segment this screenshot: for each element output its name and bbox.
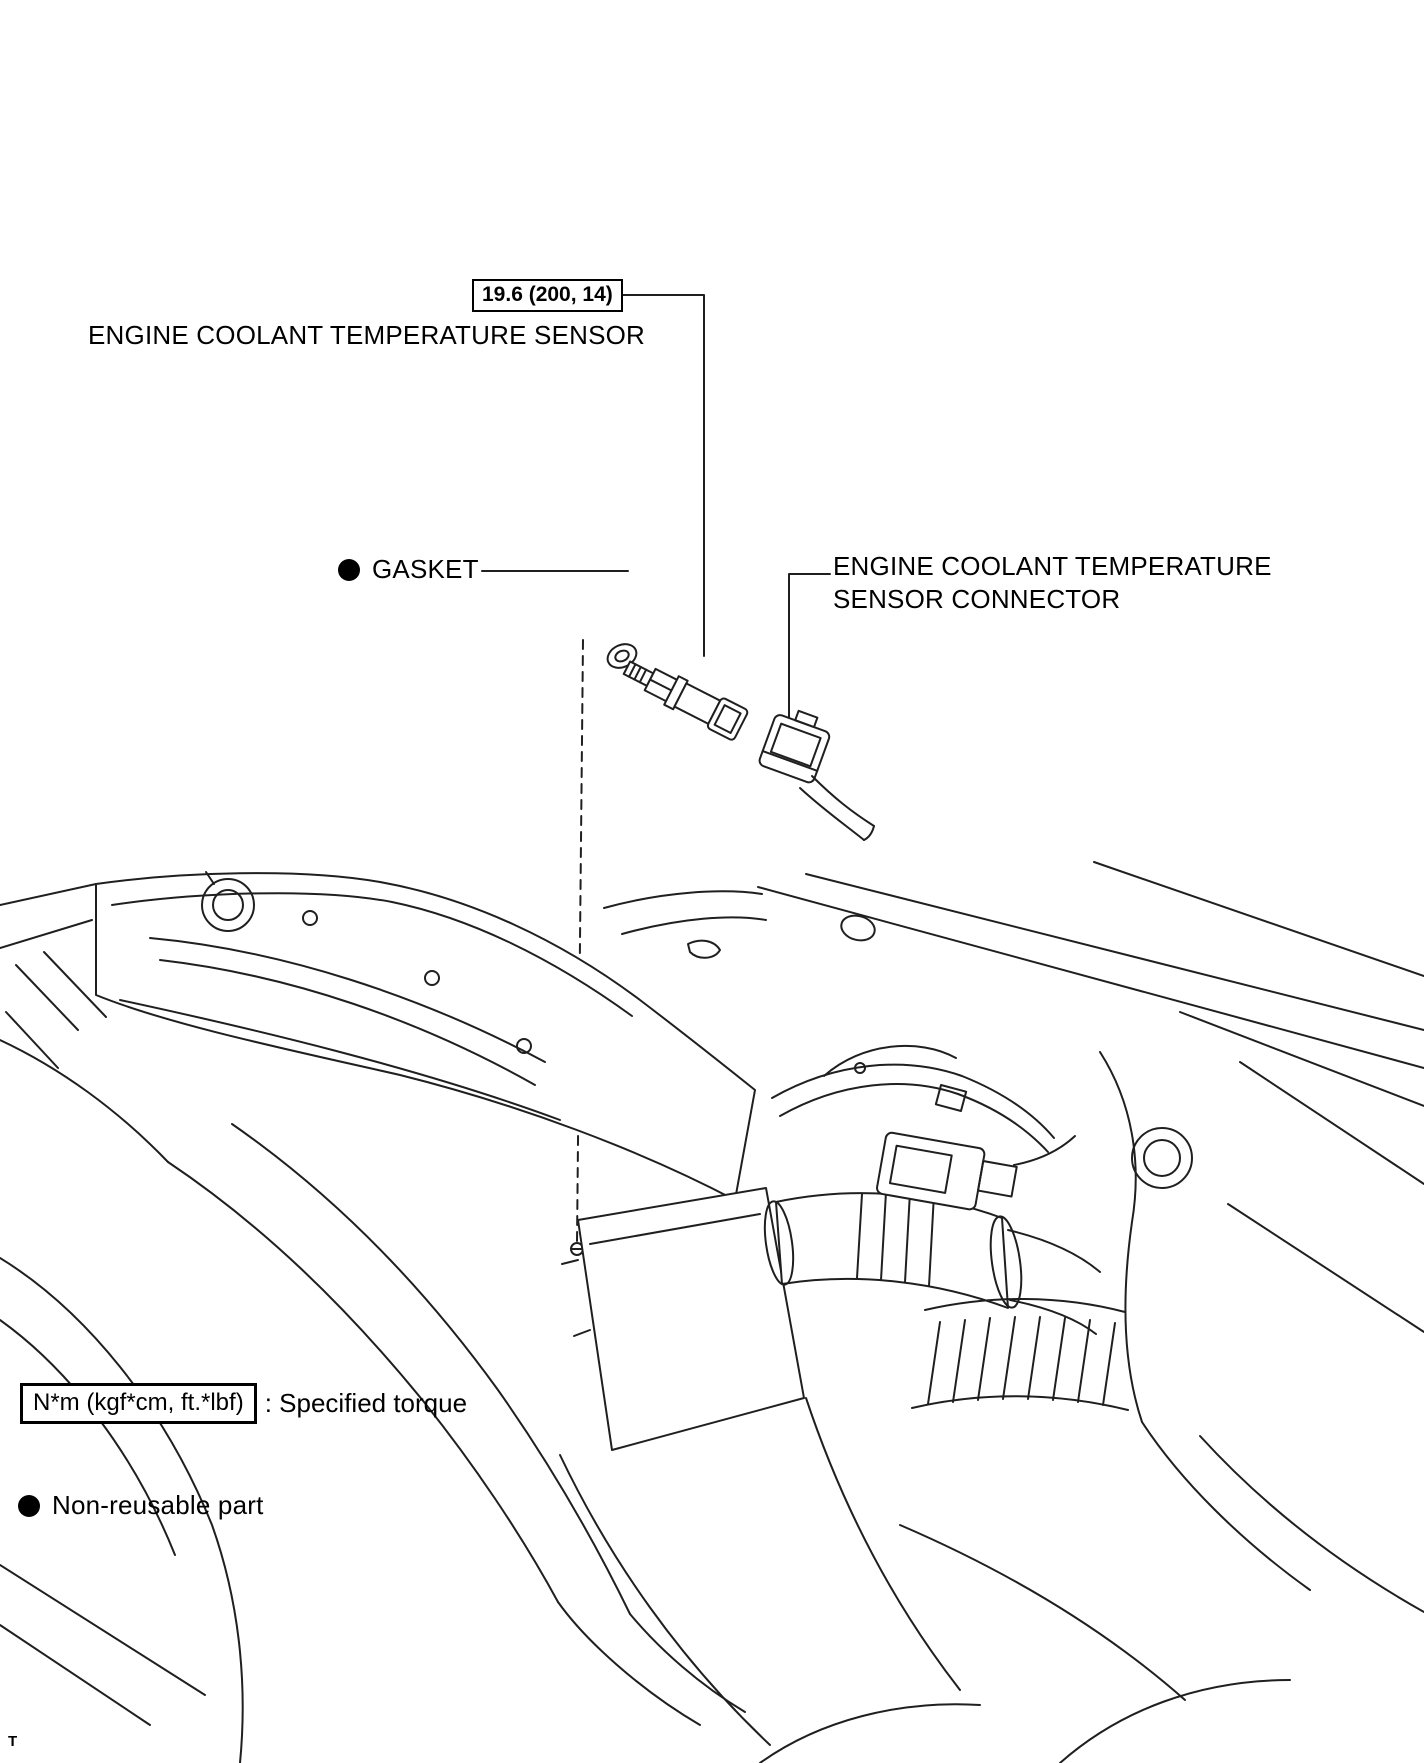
sensor-label: ENGINE COOLANT TEMPERATURE SENSOR — [88, 320, 646, 350]
page-corner-mark: T — [8, 1733, 18, 1750]
sensor-connector-part — [758, 709, 875, 841]
non-reusable-bullet-icon — [18, 1494, 40, 1517]
connector-label-line2: SENSOR CONNECTOR — [833, 584, 1121, 614]
lower-chassis-lines — [0, 1397, 1424, 1763]
installation-dashed-line — [576, 639, 584, 1243]
torque-leader-line — [609, 294, 705, 657]
air-cleaner-box — [561, 1187, 805, 1451]
wiper-arm-lines — [603, 890, 767, 959]
connector-leader-line — [788, 573, 831, 721]
fender-lines — [0, 883, 244, 1763]
maf-wire — [1013, 1135, 1076, 1166]
intake-tube — [763, 1191, 1101, 1335]
gasket-callout: GASKET — [338, 554, 479, 585]
non-reusable-legend: Non-reusable part — [18, 1490, 264, 1521]
gasket-label: GASKET — [372, 554, 479, 584]
engine-cover — [95, 871, 756, 1201]
connector-label: ENGINE COOLANT TEMPERATURE SENSOR CONNEC… — [833, 550, 1293, 616]
connector-label-line1: ENGINE COOLANT TEMPERATURE — [833, 551, 1272, 581]
torque-legend: N*m (kgf*cm, ft.*lbf) : Specified torque — [20, 1383, 467, 1424]
intake-hose — [167, 1123, 746, 1726]
torque-unit-box: N*m (kgf*cm, ft.*lbf) — [20, 1383, 257, 1424]
torque-legend-caption: : Specified torque — [264, 1388, 468, 1418]
torque-spec-callout: 19.6 (200, 14) — [472, 279, 623, 312]
vacuum-hoses — [771, 1044, 1055, 1153]
coolant-temp-sensor-part — [622, 660, 749, 741]
torque-spec-value: 19.6 (200, 14) — [482, 283, 613, 306]
maf-sensor-block — [876, 1131, 1018, 1211]
non-reusable-caption: Non-reusable part — [52, 1490, 264, 1520]
cowl-lines — [757, 861, 1424, 1107]
non-reusable-bullet-icon — [338, 558, 360, 581]
right-side-components — [911, 1051, 1424, 1591]
